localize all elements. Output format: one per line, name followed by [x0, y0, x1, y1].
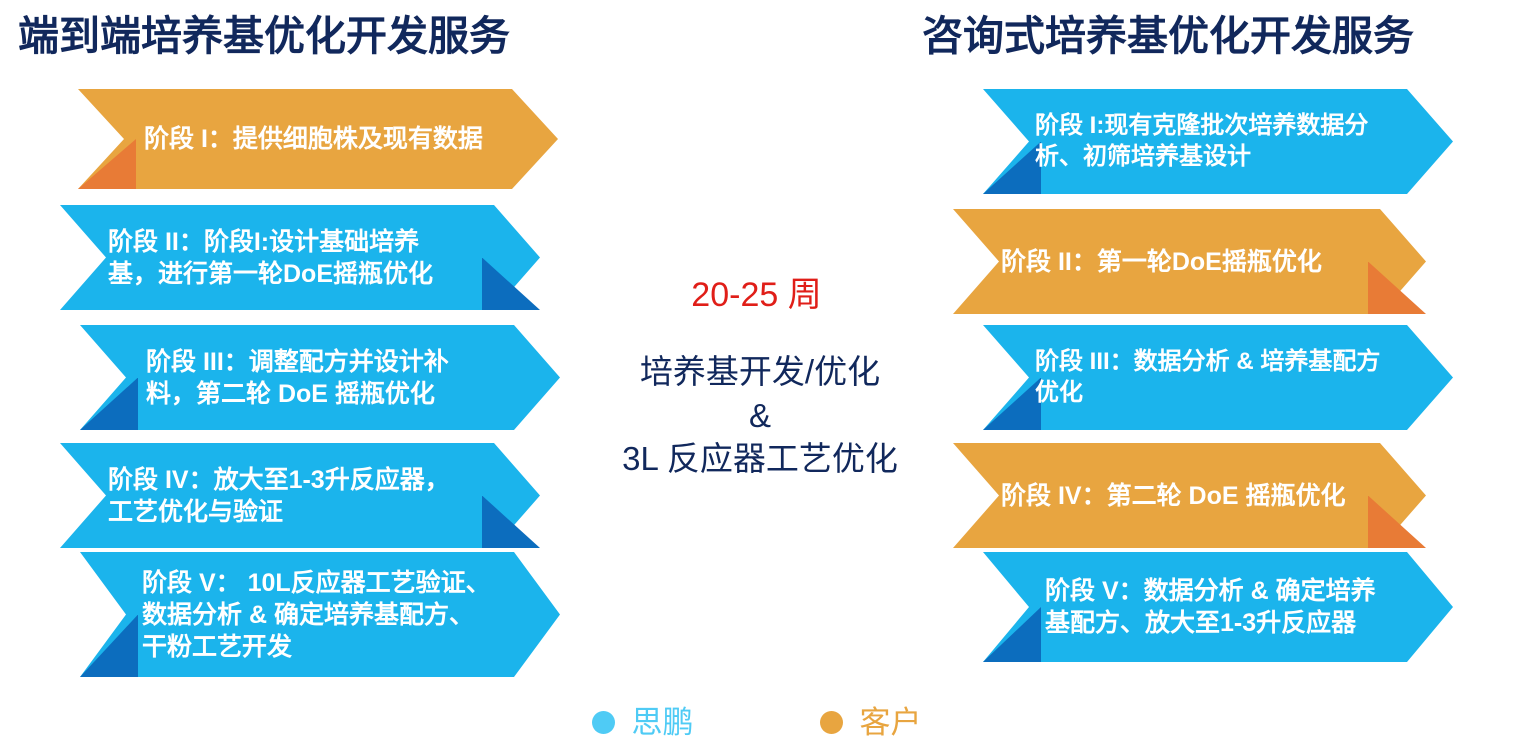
chevron-shape — [78, 89, 558, 189]
chevron-body — [60, 443, 540, 548]
left-column-title: 端到端培养基优化开发服务 — [18, 13, 510, 59]
left-stage-4-label: 阶段 IV：放大至1-3升反应器， 工艺优化与验证 — [108, 465, 450, 526]
duration-text: 20-25 周 — [691, 276, 822, 314]
left-stage-3-chevron[interactable]: 阶段 III：调整配方并设计补 料，第二轮 DoE 摇瓶优化 — [80, 325, 560, 430]
chevron-body — [80, 552, 560, 677]
right-stage-3-chevron[interactable]: 阶段 III：数据分析 & 培养基配方 优化 — [983, 325, 1453, 430]
chevron-shape — [953, 209, 1426, 314]
chevron-shape — [80, 552, 560, 677]
chevron-shape — [60, 443, 540, 548]
left-stage-4-chevron[interactable]: 阶段 IV：放大至1-3升反应器， 工艺优化与验证 — [60, 443, 540, 548]
chevron-body — [983, 89, 1453, 194]
circle-dot-icon — [591, 711, 615, 734]
legend-label-customer: 客户 — [859, 705, 922, 740]
legend: 思鹏 客户 — [0, 707, 1513, 738]
right-column-title: 咨询式培养基优化开发服务 — [922, 13, 1414, 59]
chevron-shape — [983, 552, 1453, 662]
left-stage-1-chevron[interactable]: 阶段 I：提供细胞株及现有数据 — [78, 89, 558, 189]
left-stage-2-label: 阶段 II：阶段I:设计基础培养 基，进行第一轮DoE摇瓶优化 — [108, 227, 434, 288]
legend-item-spen[interactable]: 思鹏 — [591, 705, 694, 740]
center-description: 培养基开发/优化 & 3L 反应器工艺优化 — [622, 353, 898, 478]
left-stage-5-label: 阶段 V： 10L反应器工艺验证、 数据分析 & 确定培养基配方、 干粉工艺开发 — [142, 568, 491, 661]
chevron-body — [983, 552, 1453, 662]
right-stage-2-label: 阶段 II：第一轮DoE摇瓶优化 — [1001, 247, 1322, 276]
chevron-shape — [60, 205, 540, 310]
legend-label-spen: 思鹏 — [631, 705, 694, 740]
left-stage-3-label: 阶段 III：调整配方并设计补 料，第二轮 DoE 摇瓶优化 — [146, 347, 449, 408]
chevron-body — [983, 325, 1453, 430]
right-stage-5-label: 阶段 V：数据分析 & 确定培养 基配方、放大至1-3升反应器 — [1045, 577, 1376, 637]
right-stage-1-chevron[interactable]: 阶段 I:现有克隆批次培养数据分 析、初筛培养基设计 — [983, 89, 1453, 194]
left-stage-5-chevron[interactable]: 阶段 V： 10L反应器工艺验证、 数据分析 & 确定培养基配方、 干粉工艺开发 — [80, 552, 560, 677]
right-stage-4-label: 阶段 IV：第二轮 DoE 摇瓶优化 — [1001, 481, 1346, 510]
chevron-shape — [983, 89, 1453, 194]
right-stage-4-chevron[interactable]: 阶段 IV：第二轮 DoE 摇瓶优化 — [953, 443, 1426, 548]
chevron-shape — [983, 325, 1453, 430]
legend-item-customer[interactable]: 客户 — [819, 705, 922, 740]
chevron-body — [953, 209, 1426, 314]
chevron-body — [80, 325, 560, 430]
left-stage-2-chevron[interactable]: 阶段 II：阶段I:设计基础培养 基，进行第一轮DoE摇瓶优化 — [60, 205, 540, 310]
chevron-shape — [953, 443, 1426, 548]
right-stage-5-chevron[interactable]: 阶段 V：数据分析 & 确定培养 基配方、放大至1-3升反应器 — [983, 552, 1453, 662]
left-stage-1-label: 阶段 I：提供细胞株及现有数据 — [144, 125, 483, 153]
chevron-body — [953, 443, 1426, 548]
right-stage-3-label: 阶段 III：数据分析 & 培养基配方 优化 — [1035, 347, 1381, 406]
chevron-body — [60, 205, 540, 310]
chevron-body — [78, 89, 558, 189]
right-stage-1-label: 阶段 I:现有克隆批次培养数据分 析、初筛培养基设计 — [1035, 111, 1369, 170]
chevron-shape — [80, 325, 560, 430]
right-stage-2-chevron[interactable]: 阶段 II：第一轮DoE摇瓶优化 — [953, 209, 1426, 314]
circle-dot-icon — [819, 711, 843, 734]
